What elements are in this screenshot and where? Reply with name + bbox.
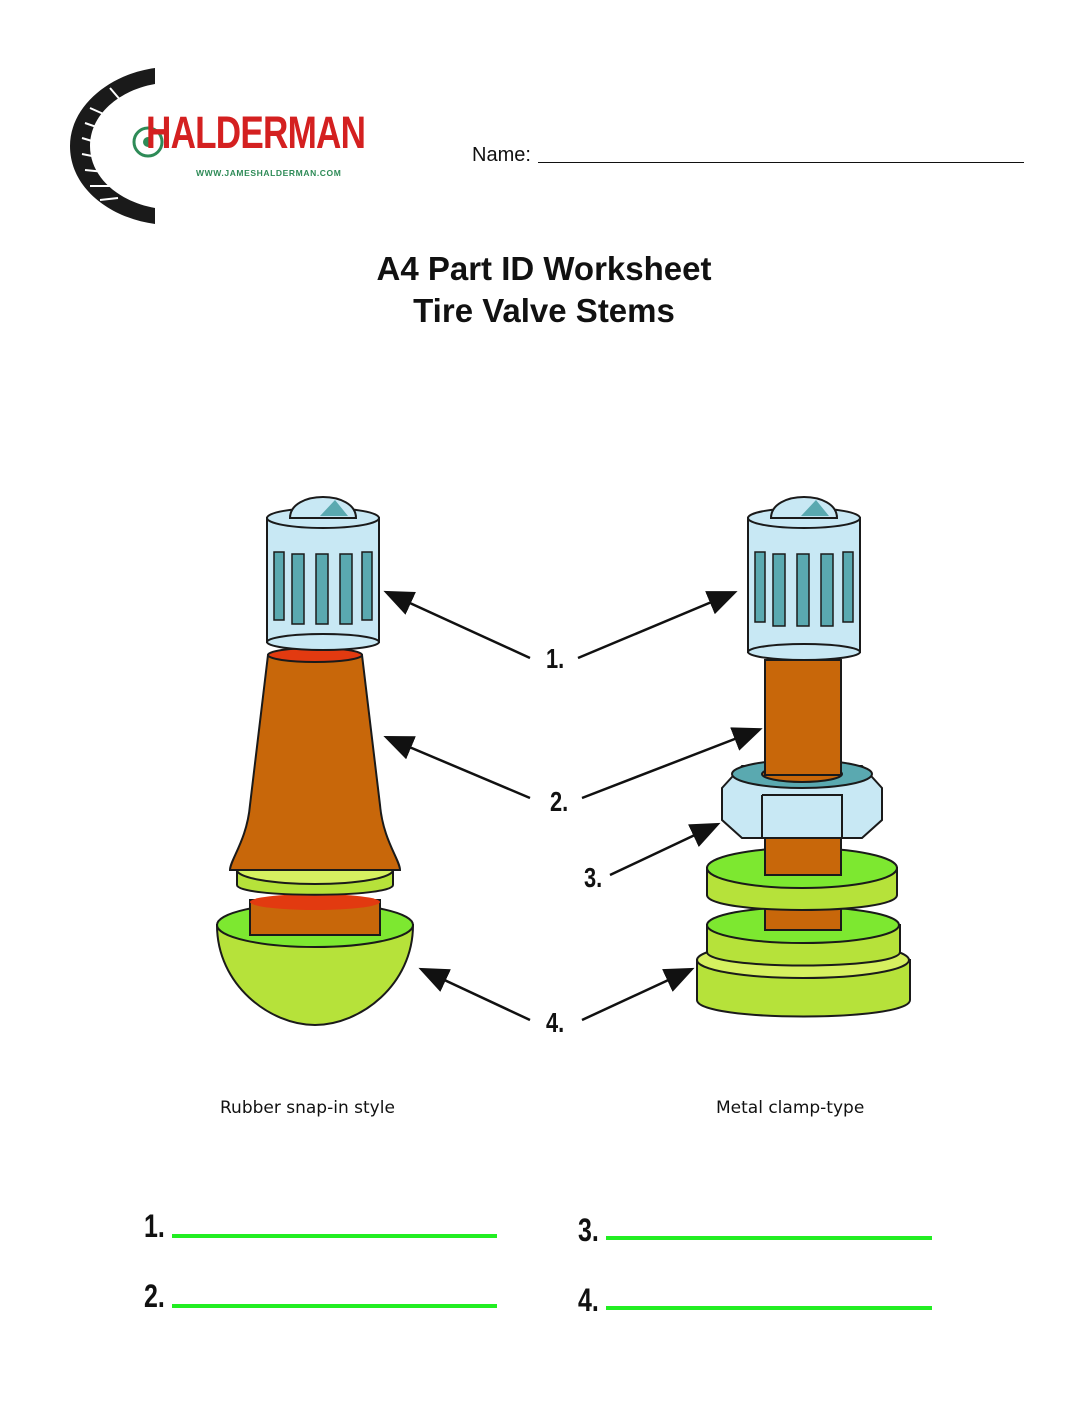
answer-field-4[interactable] [606,1306,932,1310]
callout-1: 1. [546,643,565,674]
answer-label-2: 2. [144,1278,165,1314]
page-title: A4 Part ID Worksheet [376,250,712,287]
valve-stem-illustration [215,496,911,1027]
answer-field-1[interactable] [172,1234,497,1238]
brand-url: WWW.JAMESHALDERMAN.COM [196,168,342,178]
name-field[interactable] [538,162,1024,163]
caption-rubber-snap-in: Rubber snap-in style [220,1098,395,1118]
page-subtitle: Tire Valve Stems [413,292,675,329]
name-label: Name: [472,144,531,166]
answer-label-4: 4. [578,1282,599,1318]
answer-field-3[interactable] [606,1236,932,1240]
answer-label-1: 1. [144,1208,165,1244]
caption-metal-clamp: Metal clamp-type [716,1098,865,1118]
answer-label-3: 3. [578,1212,599,1248]
rubber-snap-in-valve [215,496,415,1027]
callout-4: 4. [546,1007,565,1038]
leader-arrows [383,590,763,1022]
tire-logo-icon [70,68,164,224]
answer-field-2[interactable] [172,1304,497,1308]
metal-clamp-valve [696,496,911,1018]
callout-2: 2. [550,786,569,817]
callout-3: 3. [584,862,603,893]
brand-logo: HALDERMAN [146,107,366,158]
